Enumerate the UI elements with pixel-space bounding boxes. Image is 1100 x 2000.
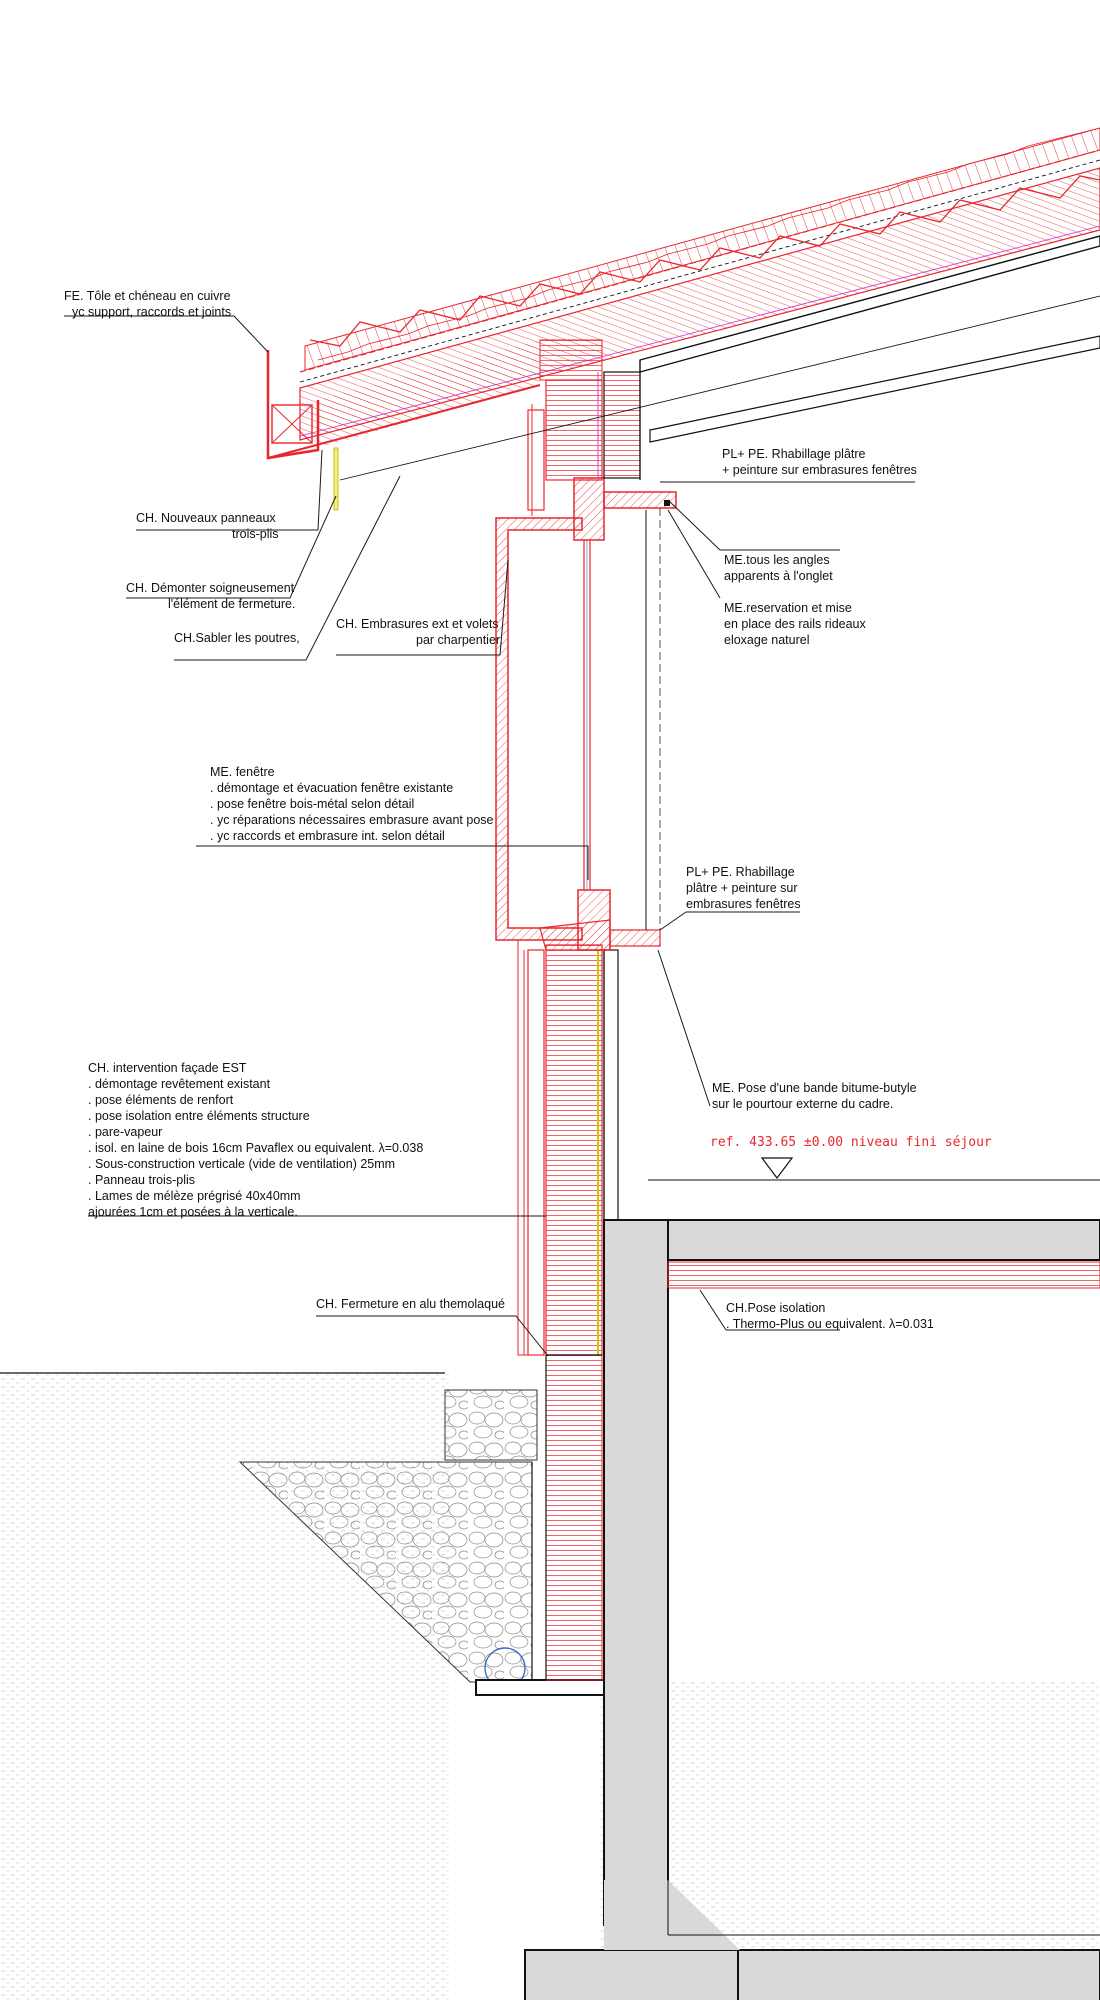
svg-text:CH.Sabler les poutres,: CH.Sabler les poutres, xyxy=(174,631,300,645)
svg-text:FE. Tôle et chéneau en cuivre: FE. Tôle et chéneau en cuivre xyxy=(64,289,231,303)
level-reference: ref. 433.65 ±0.00 niveau fini séjour xyxy=(710,1135,992,1179)
svg-text:. pose éléments de renfort: . pose éléments de renfort xyxy=(88,1093,234,1107)
svg-text:ME. Pose d'une bande bitume-bu: ME. Pose d'une bande bitume-butyle xyxy=(712,1081,917,1095)
svg-text:. démontage revêtement existan: . démontage revêtement existant xyxy=(88,1077,271,1091)
annotation-alu-closure: CH. Fermeture en alu themolaqué xyxy=(316,1297,505,1311)
svg-text:ME. fenêtre: ME. fenêtre xyxy=(210,765,275,779)
gravel-drainage xyxy=(238,1389,605,1696)
lower-facade-wall xyxy=(517,940,619,1681)
svg-text:par charpentier.: par charpentier. xyxy=(416,633,503,647)
annotation-plaster-bottom: PL+ PE. Rhabillage plâtre + peinture sur… xyxy=(686,865,801,911)
svg-text:eloxage naturel: eloxage naturel xyxy=(724,633,809,647)
svg-text:PL+ PE. Rhabillage plâtre: PL+ PE. Rhabillage plâtre xyxy=(722,447,866,461)
svg-text:. Thermo-Plus ou equivalent. λ: . Thermo-Plus ou equivalent. λ=0.031 xyxy=(726,1317,934,1331)
svg-text:. Sous-construction verticale: . Sous-construction verticale (vide de v… xyxy=(88,1157,395,1171)
svg-text:sur le pourtour externe du cad: sur le pourtour externe du cadre. xyxy=(712,1097,893,1111)
annotation-curtain-rails: ME.reservation et mise en place des rail… xyxy=(724,601,866,647)
svg-text:plâtre + peinture sur: plâtre + peinture sur xyxy=(686,881,798,895)
svg-text:en place des rails rideaux: en place des rails rideaux xyxy=(724,617,866,631)
annotation-bitumen-strip: ME. Pose d'une bande bitume-butyle sur l… xyxy=(712,1081,917,1111)
svg-text:. pare-vapeur: . pare-vapeur xyxy=(88,1125,162,1139)
window-assembly xyxy=(495,477,677,951)
svg-text:l'élément de fermeture.: l'élément de fermeture. xyxy=(168,597,295,611)
annotation-window: ME. fenêtre . démontage et évacuation fe… xyxy=(210,765,494,843)
annotation-new-panels: CH. Nouveaux panneaux trois-plis xyxy=(136,511,279,541)
annotation-roof-gutter: FE. Tôle et chéneau en cuivre yc support… xyxy=(64,289,231,319)
svg-text:embrasures fenêtres: embrasures fenêtres xyxy=(686,897,801,911)
svg-text:. pose fenêtre bois-métal selo: . pose fenêtre bois-métal selon détail xyxy=(210,797,414,811)
svg-text:ajourées 1cm et posées à la ve: ajourées 1cm et posées à la verticale. xyxy=(88,1205,298,1219)
svg-text:CH. Embrasures ext et volets: CH. Embrasures ext et volets xyxy=(336,617,499,631)
svg-text:. yc réparations nécessaires e: . yc réparations nécessaires embrasure a… xyxy=(210,813,494,827)
svg-text:apparents à l'onglet: apparents à l'onglet xyxy=(724,569,833,583)
svg-text:trois-plis: trois-plis xyxy=(232,527,279,541)
roof-assembly xyxy=(266,127,1100,511)
svg-text:ME.tous les angles: ME.tous les angles xyxy=(724,553,830,567)
svg-text:CH. Fermeture en alu themolaq: CH. Fermeture en alu themolaqué xyxy=(316,1297,505,1311)
svg-text:+ peinture sur embrasures fenê: + peinture sur embrasures fenêtres xyxy=(722,463,917,477)
svg-text:CH. Nouveaux panneaux: CH. Nouveaux panneaux xyxy=(136,511,276,525)
annotation-embrasures: CH. Embrasures ext et volets par charpen… xyxy=(336,617,503,647)
annotation-plaster-top: PL+ PE. Rhabillage plâtre + peinture sur… xyxy=(722,447,917,477)
svg-text:. Panneau trois-plis: . Panneau trois-plis xyxy=(88,1173,195,1187)
concrete-structure xyxy=(524,1179,1100,2000)
svg-text:ME.reservation et mise: ME.reservation et mise xyxy=(724,601,852,615)
svg-text:yc support, raccords et joints: yc support, raccords et joints xyxy=(72,305,231,319)
leader-lines xyxy=(64,315,915,1357)
copper-gutter xyxy=(266,340,541,460)
annotation-facade: CH. intervention façade EST . démontage … xyxy=(88,1061,423,1219)
roof-tiles xyxy=(304,127,1100,371)
annotation-dismantle: CH. Démonter soigneusement l'élément de … xyxy=(126,581,295,611)
annotation-miter: ME.tous les angles apparents à l'onglet xyxy=(724,553,833,583)
svg-text:. isol. en laine de bois 16cm: . isol. en laine de bois 16cm Pavaflex o… xyxy=(88,1141,423,1155)
level-reference-text: ref. 433.65 ±0.00 niveau fini séjour xyxy=(710,1135,992,1150)
svg-text:. Lames de mélèze prégrisé 40x: . Lames de mélèze prégrisé 40x40mm xyxy=(88,1189,301,1203)
svg-text:CH.Pose isolation: CH.Pose isolation xyxy=(726,1301,825,1315)
svg-text:CH. Démonter soigneusement: CH. Démonter soigneusement xyxy=(126,581,295,595)
annotation-sand-beams: CH.Sabler les poutres, xyxy=(174,631,300,645)
svg-text:. pose isolation entre élément: . pose isolation entre éléments structur… xyxy=(88,1109,310,1123)
svg-text:PL+ PE. Rhabillage: PL+ PE. Rhabillage xyxy=(686,865,795,879)
svg-text:CH. intervention façade EST: CH. intervention façade EST xyxy=(88,1061,247,1075)
svg-text:. démontage et évacuation fenê: . démontage et évacuation fenêtre exista… xyxy=(210,781,453,795)
annotation-floor-insulation: CH.Pose isolation . Thermo-Plus ou equiv… xyxy=(726,1301,934,1331)
svg-text:. yc raccords et embrasure int: . yc raccords et embrasure int. selon dé… xyxy=(210,829,445,843)
